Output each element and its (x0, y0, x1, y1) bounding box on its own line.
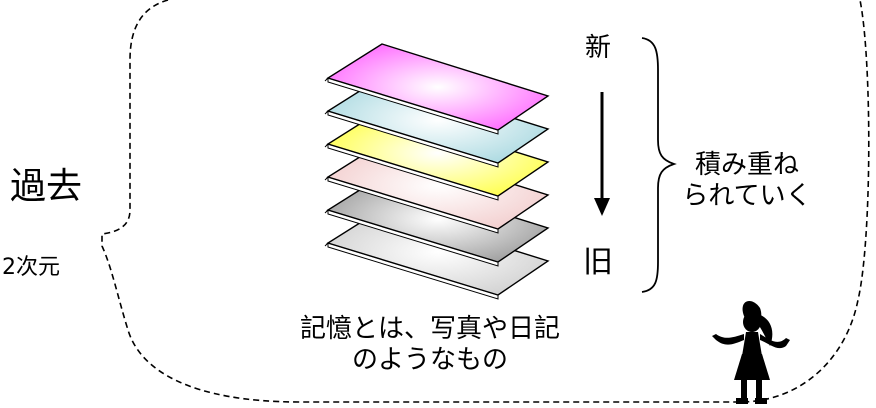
dimension-label: 2次元 (2, 255, 60, 280)
magenta-layer (324, 43, 550, 135)
down-arrow-head (594, 198, 610, 216)
caption-label: 記憶とは、写真や日記 のようなもの (260, 314, 600, 376)
caption-line-2: のようなもの (351, 345, 508, 376)
layer-stack (324, 43, 550, 300)
stacking-label-line-2: られていく (682, 180, 812, 211)
new-label: 新 (585, 33, 612, 63)
caption-line-1: 記憶とは、写真や日記 (299, 314, 560, 344)
curly-brace (641, 37, 677, 293)
past-label: 過去 (10, 166, 83, 207)
stacking-label: 積み重ね られていく (672, 150, 822, 211)
thought-bubble-outline (101, 0, 870, 403)
girl-silhouette-icon (712, 301, 790, 404)
stacking-label-line-1: 積み重ね (694, 150, 799, 180)
old-label: 旧 (583, 245, 613, 280)
